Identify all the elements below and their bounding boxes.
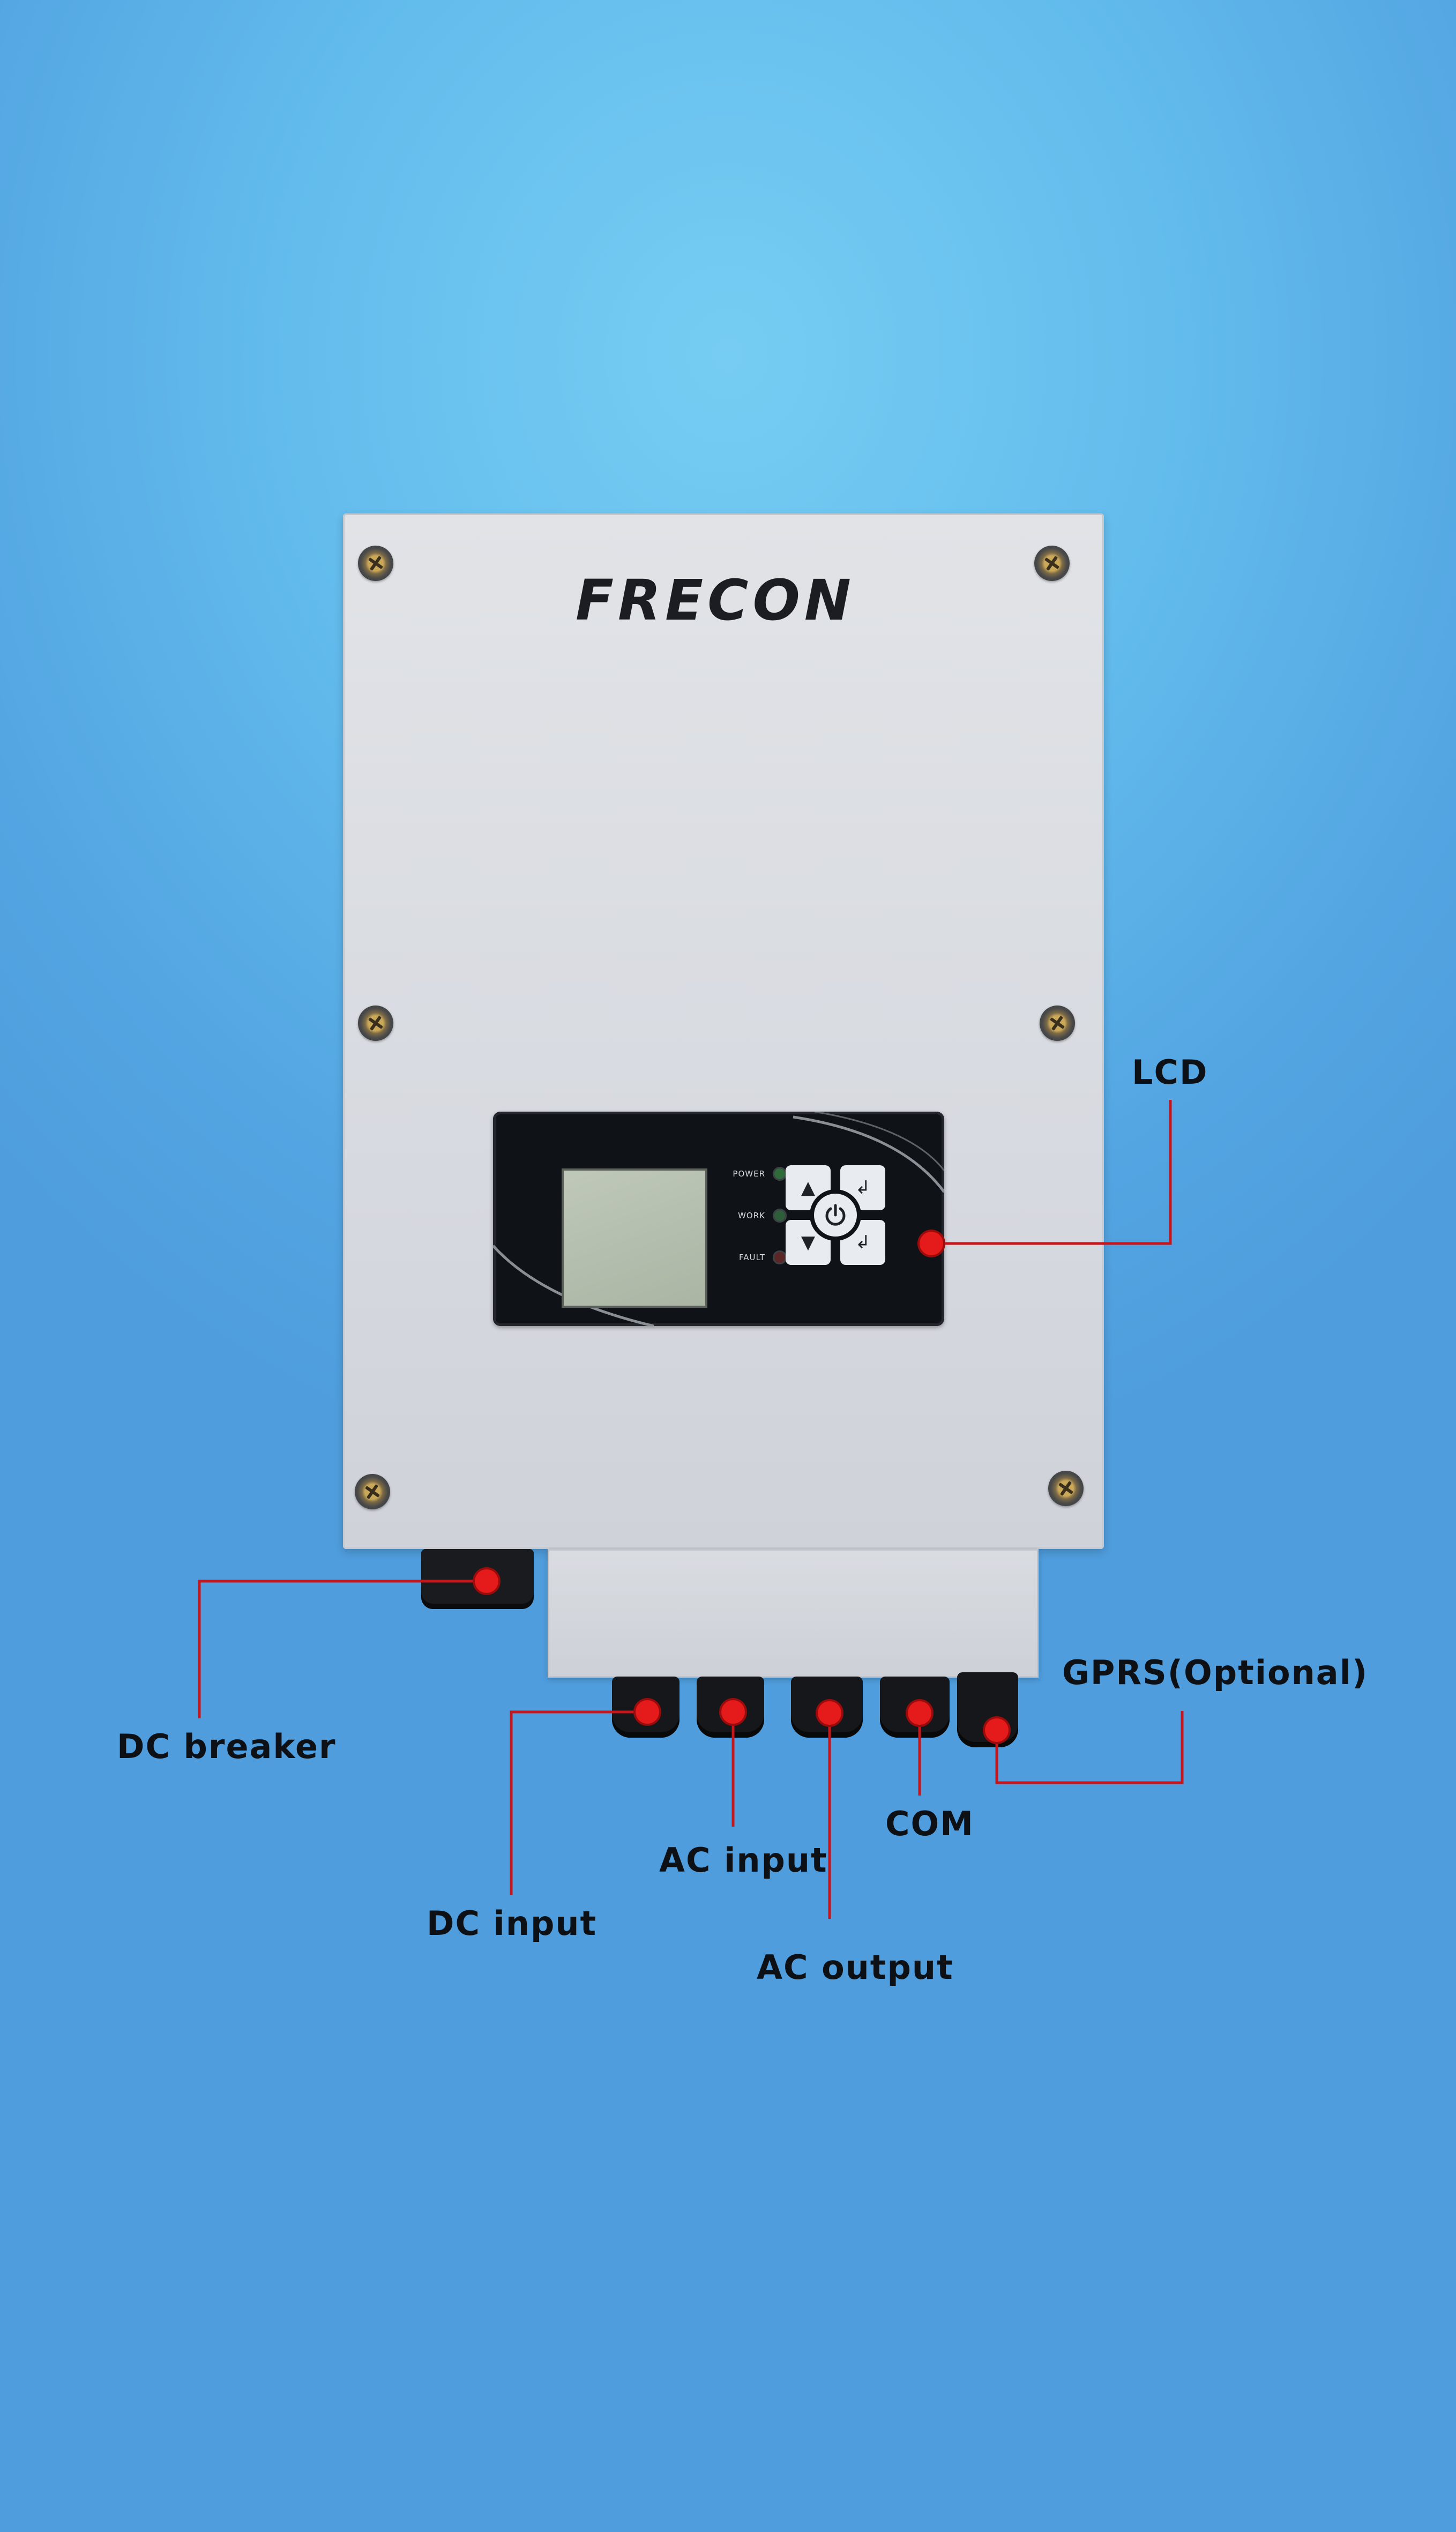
label-ac-output: AC output — [757, 1948, 954, 1987]
marker-dc-breaker — [475, 1569, 498, 1593]
marker-gprs — [985, 1718, 1009, 1742]
control-panel: POWER WORK FAULT ▲ ↲ ▼ ↲ — [493, 1112, 944, 1326]
marker-dc-input — [636, 1700, 659, 1724]
fault-led-indicator — [773, 1250, 787, 1264]
screw-bottom-right — [1048, 1471, 1084, 1506]
screw-middle-left — [358, 1006, 393, 1041]
marker-ac-input — [721, 1700, 745, 1724]
power-led-row: POWER — [721, 1164, 787, 1183]
label-lcd: LCD — [1132, 1053, 1208, 1092]
marker-com — [908, 1701, 931, 1725]
screw-top-right — [1034, 546, 1070, 581]
leader-dc-input — [510, 1710, 647, 1895]
work-led-label: WORK — [738, 1211, 765, 1220]
work-led-indicator — [773, 1209, 787, 1223]
power-led-indicator — [773, 1167, 787, 1181]
keypad: ▲ ↲ ▼ ↲ — [786, 1165, 885, 1265]
work-led-row: WORK — [721, 1206, 787, 1225]
power-button[interactable] — [814, 1194, 857, 1237]
lcd-screen — [562, 1168, 707, 1308]
screw-top-left — [358, 546, 393, 581]
enter-icon: ↲ — [855, 1177, 871, 1198]
screw-middle-right — [1040, 1006, 1075, 1041]
down-key[interactable]: ▼ — [786, 1220, 831, 1265]
enter-icon: ↲ — [855, 1232, 871, 1253]
label-gprs: GPRS(Optional) — [1062, 1653, 1369, 1692]
inverter-body — [343, 513, 1104, 1549]
power-led-label: POWER — [733, 1169, 765, 1179]
label-ac-input: AC input — [659, 1841, 828, 1880]
power-icon — [825, 1204, 846, 1226]
leader-gprs — [995, 1711, 1184, 1784]
wiring-box — [548, 1549, 1039, 1678]
label-dc-breaker: DC breaker — [117, 1727, 337, 1766]
brand-logo: FRECON — [576, 568, 855, 633]
fault-led-label: FAULT — [739, 1253, 765, 1262]
label-com: COM — [885, 1804, 974, 1843]
screw-bottom-left — [355, 1474, 390, 1509]
down-arrow-icon: ▼ — [801, 1232, 816, 1253]
marker-ac-output — [818, 1701, 841, 1725]
marker-lcd — [920, 1232, 943, 1255]
label-dc-input: DC input — [427, 1904, 598, 1943]
fault-led-row: FAULT — [721, 1248, 787, 1267]
up-arrow-icon: ▲ — [801, 1177, 816, 1198]
